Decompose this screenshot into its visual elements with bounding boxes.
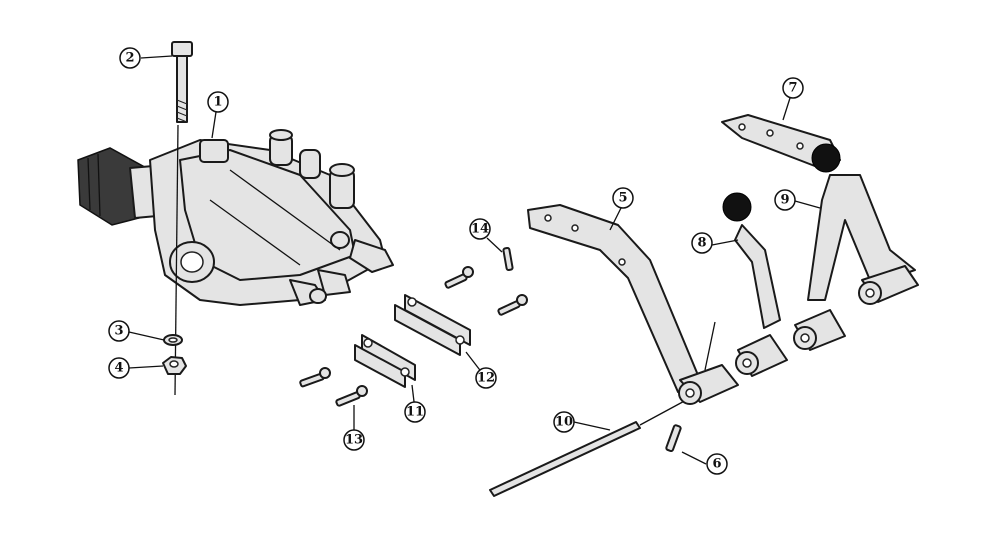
callout-5: 5 (612, 187, 634, 209)
svg-text:10: 10 (555, 415, 573, 430)
callout-7: 7 (782, 77, 804, 99)
svg-text:7: 7 (788, 81, 797, 96)
callout-8: 8 (691, 232, 713, 254)
svg-text:12: 12 (477, 371, 495, 386)
clevis-pin-upper-1 (444, 266, 474, 289)
callout-10: 10 (553, 411, 575, 433)
control-lever-right (793, 143, 919, 351)
control-lever-left (722, 192, 788, 377)
svg-text:8: 8 (697, 236, 706, 251)
svg-text:1: 1 (213, 95, 222, 110)
svg-text:2: 2 (125, 51, 134, 66)
svg-text:3: 3 (114, 324, 123, 339)
svg-text:14: 14 (471, 222, 489, 237)
link-pair-12 (394, 294, 471, 356)
svg-text:13: 13 (345, 433, 363, 448)
clevis-pin-lower-1 (299, 367, 331, 388)
callout-14: 14 (469, 218, 491, 240)
clevis-pin-lower-2 (335, 385, 368, 407)
svg-text:6: 6 (712, 457, 721, 472)
callout-3: 3 (108, 320, 130, 342)
callout-2: 2 (119, 47, 141, 69)
callout-1: 1 (207, 91, 229, 113)
callout-13: 13 (343, 429, 365, 451)
svg-text:9: 9 (780, 193, 789, 208)
control-valve-body (77, 129, 394, 306)
callout-4: 4 (108, 357, 130, 379)
pivot-rod (489, 397, 691, 497)
callout-9: 9 (774, 189, 796, 211)
svg-text:11: 11 (406, 405, 424, 420)
clevis-pin-upper-2 (497, 294, 528, 316)
mounting-bolt (171, 41, 193, 396)
svg-text:4: 4 (114, 361, 123, 376)
roll-pin (665, 424, 682, 453)
cotter-pin (502, 246, 514, 272)
callout-11: 11 (404, 401, 426, 423)
callout-6: 6 (706, 453, 728, 475)
hex-nut (162, 356, 187, 375)
svg-text:5: 5 (618, 191, 627, 206)
lock-washer (163, 334, 183, 346)
lever-bracket (527, 204, 739, 405)
callout-12: 12 (475, 367, 497, 389)
link-pair-11 (354, 334, 416, 388)
